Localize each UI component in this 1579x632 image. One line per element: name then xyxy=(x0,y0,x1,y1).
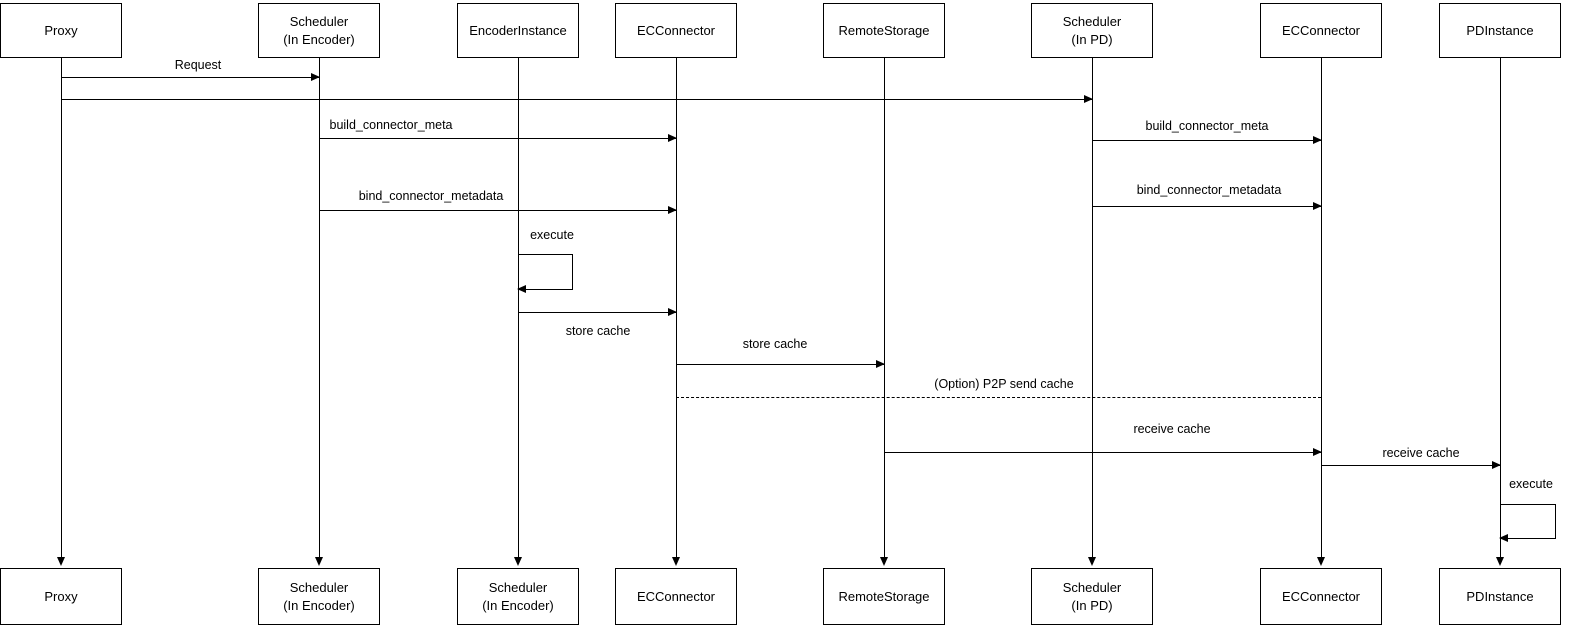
participant-label: Proxy xyxy=(44,22,78,38)
top-participant-box-scheduler-pd[interactable]: Scheduler(In PD) xyxy=(1031,3,1153,58)
message-line-m1 xyxy=(61,77,319,78)
top-participant-box-proxy[interactable]: Proxy xyxy=(0,3,122,58)
participant-label: Proxy xyxy=(44,588,78,604)
participant-label: Scheduler xyxy=(289,14,349,30)
bottom-participant-box-ecconnector-left[interactable]: ECConnector xyxy=(615,568,737,625)
lifeline-end-arrow-scheduler-encoder xyxy=(315,557,324,566)
lifeline-end-arrow-ecconnector-left xyxy=(672,557,681,566)
top-participant-box-encoder-instance[interactable]: EncoderInstance xyxy=(457,3,579,58)
message-line-m4 xyxy=(1092,140,1321,141)
participant-label: ECConnector xyxy=(636,22,716,38)
participant-label: Scheduler xyxy=(488,580,548,596)
participant-label: ECConnector xyxy=(1281,22,1361,38)
message-line-m9 xyxy=(676,364,884,365)
participant-label: Scheduler xyxy=(289,580,349,596)
top-participant-box-ecconnector-right[interactable]: ECConnector xyxy=(1260,3,1382,58)
participant-label: RemoteStorage xyxy=(838,22,930,38)
arrowhead-m7 xyxy=(517,285,526,293)
message-line-m10 xyxy=(676,397,1321,398)
lifeline-end-arrow-scheduler-pd xyxy=(1088,557,1097,566)
participant-label: EncoderInstance xyxy=(469,22,567,38)
arrowhead-m2 xyxy=(1084,95,1093,103)
bottom-participant-box-pd-instance[interactable]: PDInstance xyxy=(1439,568,1561,625)
message-label-m5: bind_connector_metadata xyxy=(358,189,504,203)
message-line-m8 xyxy=(518,312,676,313)
participant-label: Scheduler xyxy=(1062,14,1122,30)
message-label-m3: build_connector_meta xyxy=(329,118,453,132)
lifeline-ecconnector-right xyxy=(1321,58,1322,558)
message-line-m2 xyxy=(61,99,1092,100)
lifeline-scheduler-encoder xyxy=(319,58,320,558)
lifeline-end-arrow-encoder-instance xyxy=(514,557,523,566)
participant-sublabel: (In PD) xyxy=(1071,597,1113,613)
bottom-participant-box-encoder-instance[interactable]: Scheduler(In Encoder) xyxy=(457,568,579,625)
message-line-m12 xyxy=(1321,465,1500,466)
bottom-participant-box-scheduler-pd[interactable]: Scheduler(In PD) xyxy=(1031,568,1153,625)
arrowhead-m11 xyxy=(1313,448,1322,456)
self-message-m13 xyxy=(1500,504,1556,539)
top-participant-box-scheduler-encoder[interactable]: Scheduler(In Encoder) xyxy=(258,3,380,58)
participant-label: PDInstance xyxy=(1466,588,1534,604)
top-participant-box-ecconnector-left[interactable]: ECConnector xyxy=(615,3,737,58)
participant-sublabel: (In Encoder) xyxy=(283,31,355,47)
message-label-m11: receive cache xyxy=(1133,422,1211,436)
arrowhead-m3 xyxy=(668,134,677,142)
bottom-participant-box-scheduler-encoder[interactable]: Scheduler(In Encoder) xyxy=(258,568,380,625)
message-label-m8: store cache xyxy=(565,324,631,338)
message-line-m5 xyxy=(319,210,676,211)
message-label-m9: store cache xyxy=(742,337,808,351)
bottom-participant-box-ecconnector-right[interactable]: ECConnector xyxy=(1260,568,1382,625)
message-label-m1: Request xyxy=(174,58,222,72)
participant-sublabel: (In PD) xyxy=(1071,31,1113,47)
lifeline-encoder-instance xyxy=(518,58,519,558)
lifeline-pd-instance xyxy=(1500,58,1501,558)
participant-label: PDInstance xyxy=(1466,22,1534,38)
lifeline-end-arrow-proxy xyxy=(57,557,66,566)
arrowhead-m6 xyxy=(1313,202,1322,210)
lifeline-scheduler-pd xyxy=(1092,58,1093,558)
participant-label: ECConnector xyxy=(636,588,716,604)
participant-sublabel: (In Encoder) xyxy=(283,597,355,613)
message-label-m4: build_connector_meta xyxy=(1145,119,1269,133)
message-line-m6 xyxy=(1092,206,1321,207)
lifeline-end-arrow-ecconnector-right xyxy=(1317,557,1326,566)
participant-label: ECConnector xyxy=(1281,588,1361,604)
participant-label: Scheduler xyxy=(1062,580,1122,596)
message-label-m10: (Option) P2P send cache xyxy=(934,377,1074,391)
message-line-m11 xyxy=(884,452,1321,453)
arrowhead-m5 xyxy=(668,206,677,214)
bottom-participant-box-remote-storage[interactable]: RemoteStorage xyxy=(823,568,945,625)
lifeline-end-arrow-pd-instance xyxy=(1496,557,1505,566)
top-participant-box-remote-storage[interactable]: RemoteStorage xyxy=(823,3,945,58)
arrowhead-m1 xyxy=(311,73,320,81)
arrowhead-m8 xyxy=(668,308,677,316)
message-line-m3 xyxy=(319,138,676,139)
arrowhead-m9 xyxy=(876,360,885,368)
participant-sublabel: (In Encoder) xyxy=(482,597,554,613)
message-label-m13: execute xyxy=(1509,477,1553,491)
arrowhead-m4 xyxy=(1313,136,1322,144)
participant-label: RemoteStorage xyxy=(838,588,930,604)
bottom-participant-box-proxy[interactable]: Proxy xyxy=(0,568,122,625)
message-label-m12: receive cache xyxy=(1382,446,1460,460)
arrowhead-m13 xyxy=(1499,534,1508,542)
message-label-m7: execute xyxy=(530,228,574,242)
lifeline-proxy xyxy=(61,58,62,558)
lifeline-end-arrow-remote-storage xyxy=(880,557,889,566)
message-label-m6: bind_connector_metadata xyxy=(1136,183,1282,197)
lifeline-remote-storage xyxy=(884,58,885,558)
arrowhead-m12 xyxy=(1492,461,1501,469)
self-message-m7 xyxy=(518,254,573,290)
top-participant-box-pd-instance[interactable]: PDInstance xyxy=(1439,3,1561,58)
